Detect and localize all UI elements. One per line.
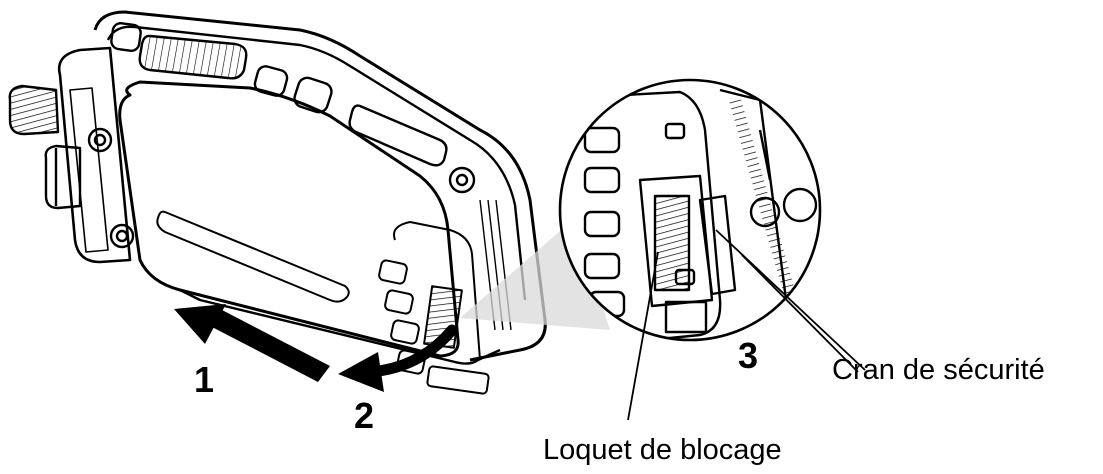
arrow-1-icon xyxy=(174,304,330,382)
leader-lines xyxy=(627,229,866,421)
locking-latch-label: Loquet de blocage xyxy=(543,434,782,466)
step-3-label: 3 xyxy=(738,335,759,376)
magnified-detail xyxy=(560,80,820,340)
radio-body xyxy=(8,10,547,395)
step-2-label: 2 xyxy=(354,395,375,436)
arrow-2-icon xyxy=(338,324,458,392)
step-1-label: 1 xyxy=(194,359,215,400)
magnifier-circle xyxy=(558,78,822,342)
safety-notch-label: Cran de sécurité xyxy=(832,354,1045,386)
